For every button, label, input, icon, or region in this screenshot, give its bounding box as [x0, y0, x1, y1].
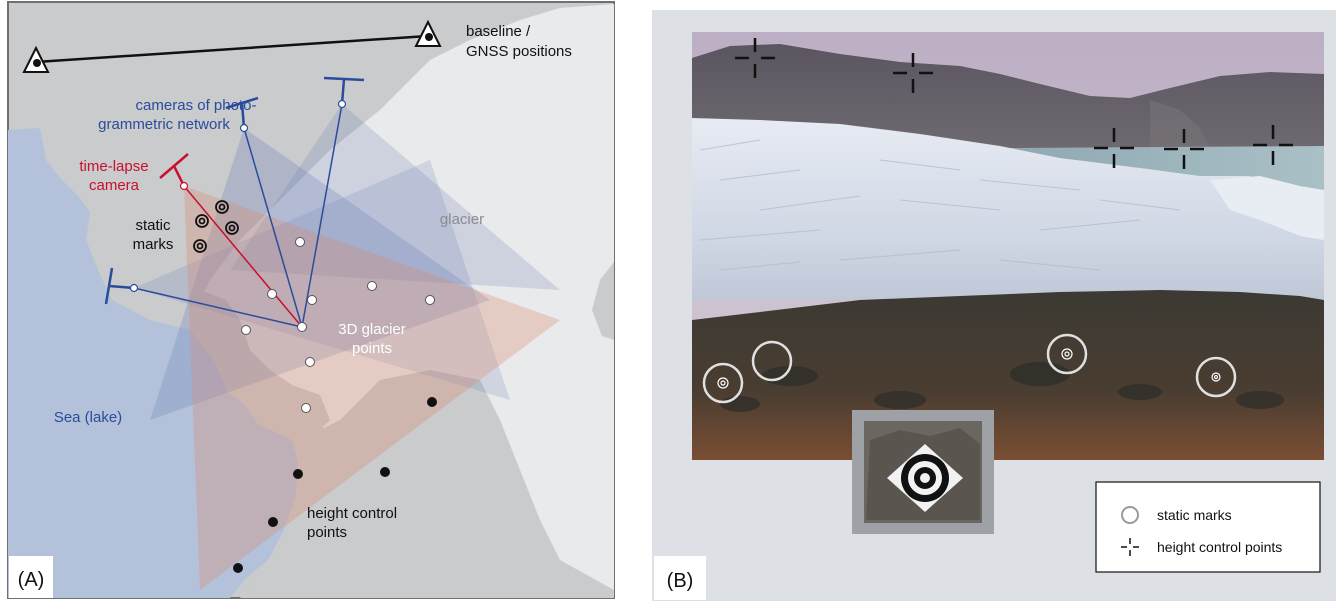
panel-a-label: (A): [18, 569, 45, 591]
crosshair-icon: [735, 38, 775, 78]
camera-rays: [133, 103, 343, 328]
glacier-label: glacier: [440, 211, 484, 228]
glacier-point: [295, 237, 305, 247]
glacier-point: [425, 295, 435, 305]
glacier-point: [367, 281, 377, 291]
height-control-point: [427, 397, 437, 407]
height-control-points: [233, 397, 437, 573]
static-mark-icon: [215, 200, 229, 214]
height-control-label-line2: points: [307, 524, 347, 541]
baseline: [22, 19, 442, 73]
sea-area: [8, 128, 298, 598]
rock-right: [592, 262, 614, 340]
glacier-point: [267, 289, 277, 299]
fov-cone-1: [150, 128, 490, 420]
panel-a: baseline / GNSS positions cameras of pho…: [7, 1, 615, 599]
glacier-point: [301, 403, 311, 413]
height-control-point: [233, 563, 243, 573]
static-mark-circle: [1195, 356, 1237, 398]
static-mark-icons: [193, 200, 239, 253]
timelapse-label-line1: time-lapse: [79, 158, 148, 175]
panel-b-label: (B): [667, 570, 694, 592]
panel-b: static marks height control points (B): [652, 10, 1336, 601]
height-control-point: [380, 467, 390, 477]
static-mark-circle: [751, 340, 793, 382]
glacier-photo: [692, 32, 1324, 460]
camera-icon: [104, 267, 135, 305]
glacier-point: [305, 357, 315, 367]
sea-label: Sea (lake): [54, 409, 122, 426]
baseline-label-line2: GNSS positions: [466, 43, 572, 60]
panel-a-label-box: [9, 556, 53, 598]
land-middle: [196, 290, 330, 440]
static-mark-circles: [702, 333, 1237, 404]
panel-b-label-box: [654, 556, 706, 600]
crosshair-icon: [893, 53, 933, 93]
static-mark-icon: [195, 214, 209, 228]
static-mark-icon: [225, 221, 239, 235]
static-mark-circle: [1046, 333, 1088, 375]
crosshair-icon: [1094, 128, 1134, 168]
height-control-label-line1: height control: [307, 505, 397, 522]
camera-icon: [323, 76, 365, 105]
camera-icon: [225, 96, 259, 129]
glacier-point: [307, 295, 317, 305]
fov-cone-timelapse: [184, 186, 560, 590]
land-lower: [240, 370, 614, 598]
static-mark-icon: [193, 239, 207, 253]
static-mark-inset: [852, 410, 994, 534]
legend-static-marks-label: static marks: [1157, 507, 1232, 523]
static-marks-label-line1: static: [135, 217, 171, 234]
fov-cone-3: [134, 160, 510, 400]
legend-crosshair-icon: [1121, 538, 1139, 556]
height-control-crosshairs: [735, 38, 1293, 169]
legend: static marks height control points: [1095, 481, 1321, 573]
cameras-label-line2: grammetric network: [98, 116, 230, 133]
legend-height-control-label: height control points: [1157, 539, 1282, 555]
static-marks-label-line2: marks: [133, 236, 174, 253]
glacier-point: [241, 325, 251, 335]
glacier-points-label-line2: points: [352, 340, 392, 357]
legend-static-mark-icon: [1121, 506, 1139, 524]
static-mark-targets: [717, 348, 1221, 389]
crosshair-icon: [1253, 125, 1293, 165]
height-control-point: [293, 469, 303, 479]
crosshair-icon: [1164, 129, 1204, 169]
fov-cone-2: [230, 104, 560, 290]
timelapse-label-line2: camera: [89, 177, 140, 194]
glacier-points-label-line1: 3D glacier: [338, 321, 406, 338]
glacier-point: [297, 322, 307, 332]
height-control-point: [268, 517, 278, 527]
ice-texture: [699, 139, 1181, 271]
cameras-label-line1: cameras of photo-: [136, 97, 257, 114]
baseline-label-line1: baseline /: [466, 23, 531, 40]
camera-icons: [104, 76, 365, 305]
glacier-points: [241, 237, 435, 413]
static-mark-circle: [702, 362, 744, 404]
camera-fields-of-view: [134, 104, 560, 590]
